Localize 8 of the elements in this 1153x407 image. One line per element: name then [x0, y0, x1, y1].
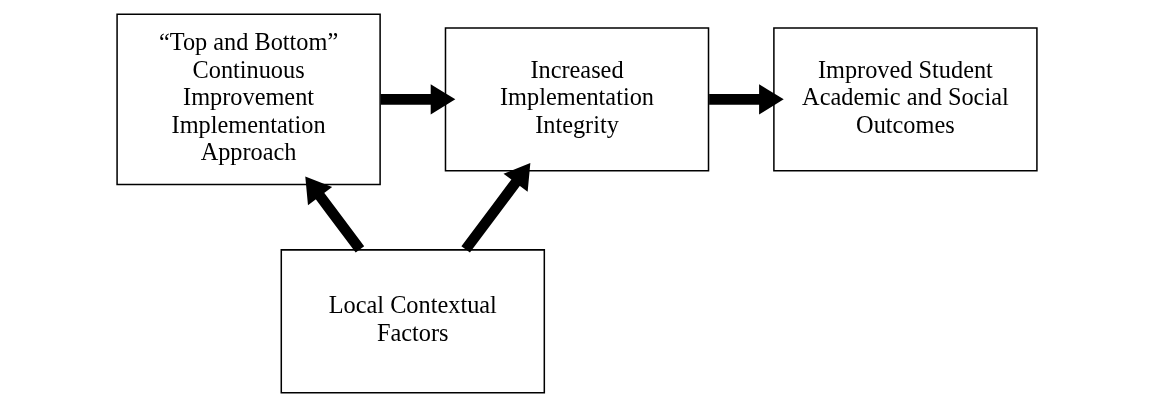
- arrow: [708, 84, 784, 115]
- arrow: [460, 163, 530, 253]
- node-box: Increased Implementation Integrity: [444, 27, 709, 172]
- node-box: Local Contextual Factors: [280, 249, 545, 394]
- node-box: Improved Student Academic and Social Outcomes: [772, 27, 1038, 172]
- node-box: “Top and Bottom” Continuous Improvement Implementation Approach: [115, 13, 381, 186]
- arrow: [304, 176, 364, 253]
- arrow: [380, 84, 455, 115]
